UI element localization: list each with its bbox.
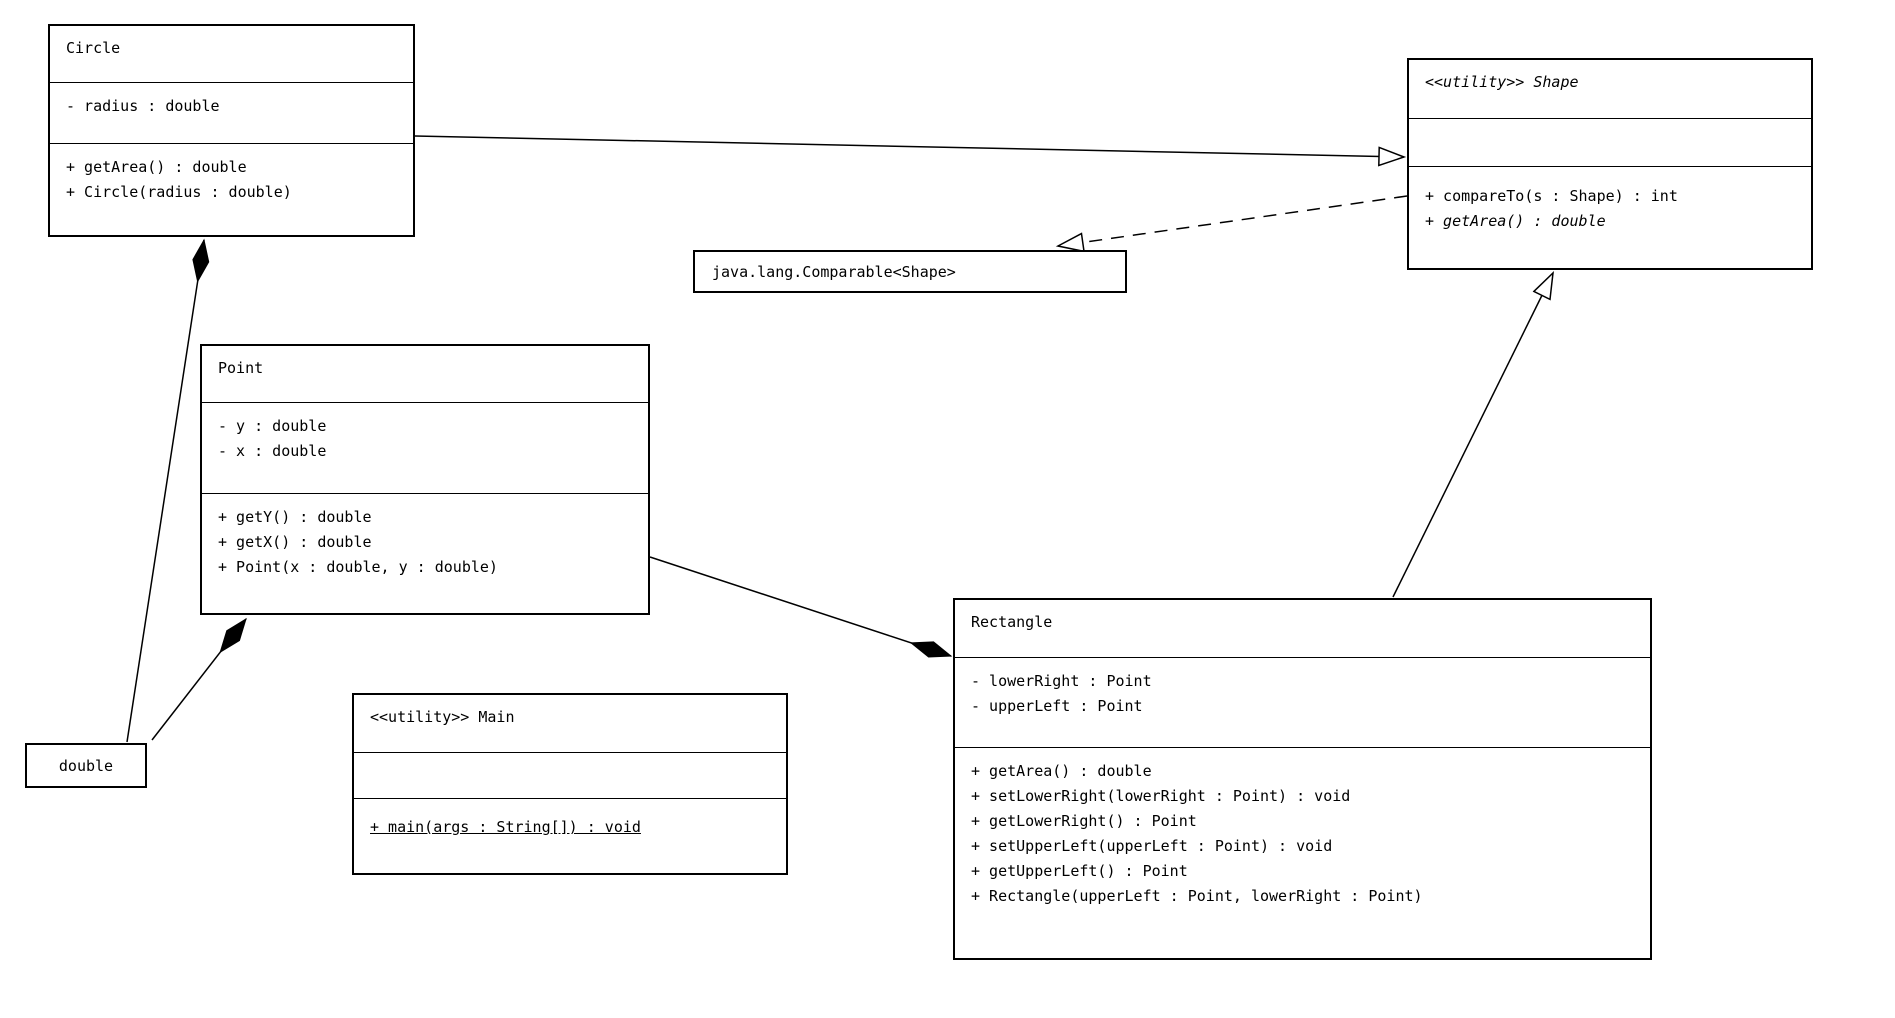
method-line: + getArea() : double	[971, 762, 1152, 780]
class-title-compartment: <<utility>> Shape	[1409, 60, 1811, 118]
methods-compartment: + getArea() : double + setLowerRight(lowe…	[955, 747, 1650, 958]
method-line: + setLowerRight(lowerRight : Point) : vo…	[971, 787, 1351, 805]
attribute-line: - upperLeft : Point	[971, 697, 1143, 715]
methods-compartment: + getArea() : double + Circle(radius : do…	[50, 143, 413, 235]
class-name: Circle	[66, 39, 121, 57]
class-name: java.lang.Comparable<Shape>	[712, 262, 956, 281]
realization-shape-to-comparable	[1058, 195, 1408, 246]
generalization-rectangle-to-shape	[1392, 273, 1553, 598]
methods-compartment: + main(args : String[]) : void	[354, 798, 786, 873]
method-line: + Point(x : double, y : double)	[218, 558, 498, 576]
method-line: + getLowerRight() : Point	[971, 812, 1197, 830]
class-circle[interactable]: Circle - radius : double + getArea() : d…	[48, 24, 415, 237]
method-line: + getArea() : double	[1425, 212, 1606, 230]
class-name: Rectangle	[971, 613, 1053, 631]
method-line: + Circle(radius : double)	[66, 183, 292, 201]
attributes-compartment	[1409, 118, 1811, 166]
class-title-compartment: Rectangle	[955, 600, 1650, 657]
attributes-compartment: - lowerRight : Point - upperLeft : Point	[955, 657, 1650, 747]
method-line: + setUpperLeft(upperLeft : Point) : void	[971, 837, 1333, 855]
composition-circle-double	[126, 240, 204, 743]
class-comparable[interactable]: java.lang.Comparable<Shape>	[693, 250, 1127, 293]
method-line: + getY() : double	[218, 508, 372, 526]
class-point[interactable]: Point - y : double - x : double + getY() …	[200, 344, 650, 615]
method-line: + getArea() : double	[66, 158, 247, 176]
method-line: + main(args : String[]) : void	[370, 818, 641, 836]
class-shape[interactable]: <<utility>> Shape + compareTo(s : Shape)…	[1407, 58, 1813, 270]
class-name: <<utility>> Shape	[1425, 73, 1579, 91]
composition-rectangle-point	[649, 556, 951, 656]
class-rectangle[interactable]: Rectangle - lowerRight : Point - upperLef…	[953, 598, 1652, 960]
attributes-compartment: - y : double - x : double	[202, 402, 648, 493]
class-title-compartment: Circle	[50, 26, 413, 82]
method-line: + Rectangle(upperLeft : Point, lowerRigh…	[971, 887, 1423, 905]
attribute-line: - lowerRight : Point	[971, 672, 1152, 690]
attribute-line: - radius : double	[66, 97, 220, 115]
attribute-line: - x : double	[218, 442, 327, 460]
class-double[interactable]: double	[25, 743, 147, 788]
attribute-line: - y : double	[218, 417, 327, 435]
generalization-circle-to-shape	[414, 135, 1404, 157]
method-line: + compareTo(s : Shape) : int	[1425, 187, 1678, 205]
class-main[interactable]: <<utility>> Main + main(args : String[])…	[352, 693, 788, 875]
class-name: Point	[218, 359, 264, 377]
method-line: + getUpperLeft() : Point	[971, 862, 1188, 880]
class-name: <<utility>> Main	[370, 708, 515, 726]
methods-compartment: + compareTo(s : Shape) : int + getArea() …	[1409, 166, 1811, 268]
methods-compartment: + getY() : double + getX() : double + Poin…	[202, 493, 648, 613]
composition-point-double	[151, 619, 246, 741]
class-name: double	[58, 756, 114, 775]
class-title-compartment: <<utility>> Main	[354, 695, 786, 752]
class-title-compartment: Point	[202, 346, 648, 402]
attributes-compartment: - radius : double	[50, 82, 413, 143]
method-line: + getX() : double	[218, 533, 372, 551]
attributes-compartment	[354, 752, 786, 798]
